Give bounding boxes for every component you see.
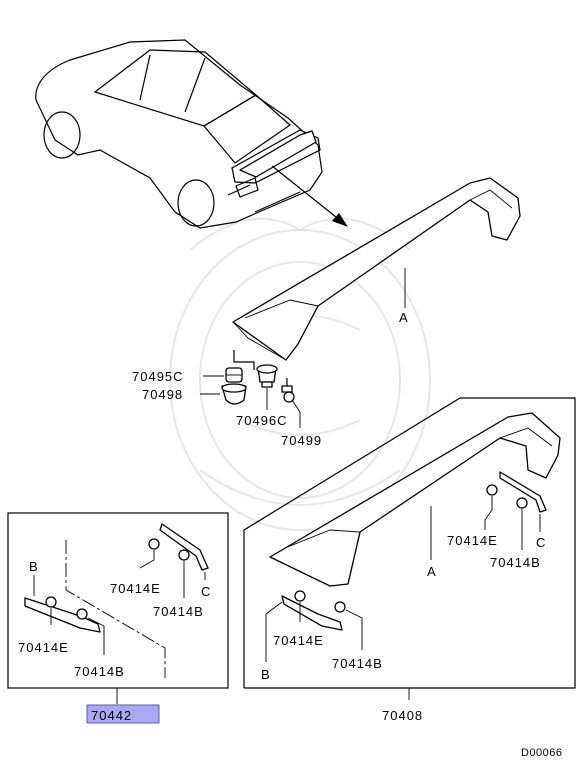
- callout-70414e-l1: 70414E: [110, 581, 161, 596]
- trim-pad-left-upper: [148, 523, 209, 571]
- leader-70499: [291, 399, 301, 428]
- screw-70499: [281, 378, 295, 403]
- spoiler-main: [232, 177, 521, 361]
- callout-70495c: 70495C: [132, 369, 184, 384]
- clip-70496c: [256, 364, 278, 388]
- callout-70496c: 70496C: [236, 413, 288, 428]
- mount-bracket: [233, 350, 255, 370]
- callout-c-left: C: [201, 584, 211, 599]
- callout-70414e-r1: 70414E: [447, 533, 498, 548]
- leader-70414b-r2: [345, 609, 363, 650]
- leader-70414b-l2: [87, 617, 105, 655]
- fastener-70495c: [225, 367, 243, 383]
- callout-b-right: B: [261, 667, 271, 682]
- callout-b-left: B: [29, 559, 39, 574]
- grommet-70498: [221, 383, 247, 405]
- centerline: [65, 540, 166, 678]
- direction-arrow: [271, 165, 348, 227]
- callout-70414b-l1: 70414B: [153, 604, 204, 619]
- watermark-emblem: [169, 217, 431, 531]
- part-highlight-70442[interactable]: [86, 704, 160, 724]
- callout-70414b-r2: 70414B: [332, 656, 383, 671]
- callout-70408: 70408: [382, 708, 423, 723]
- car-illustration: [35, 39, 323, 229]
- spoiler-right: [269, 412, 561, 587]
- diagram-code: D00066: [521, 747, 563, 759]
- trim-pad-right-upper: [486, 471, 547, 513]
- leader-b-right: [265, 601, 283, 662]
- callout-a-top: A: [399, 310, 409, 325]
- callout-70414e-l2: 70414E: [18, 640, 69, 655]
- callout-a-right: A: [427, 564, 437, 579]
- callout-70442[interactable]: 70442: [91, 708, 132, 723]
- callout-70414b-r1: 70414B: [490, 555, 541, 570]
- callout-70414b-l2: 70414B: [74, 664, 125, 679]
- leader-70414e-l1: [139, 550, 155, 569]
- callout-70499: 70499: [281, 433, 322, 448]
- leader-70414e-r1: [484, 496, 493, 530]
- trim-pad-right-lower: [281, 590, 346, 631]
- assembly-box-70442: [7, 512, 229, 689]
- callout-70414e-r2: 70414E: [273, 633, 324, 648]
- trim-pad-left-lower: [24, 596, 101, 633]
- callout-c-right: C: [536, 535, 546, 550]
- assembly-box-70408: [243, 397, 576, 689]
- callout-70498: 70498: [142, 387, 183, 402]
